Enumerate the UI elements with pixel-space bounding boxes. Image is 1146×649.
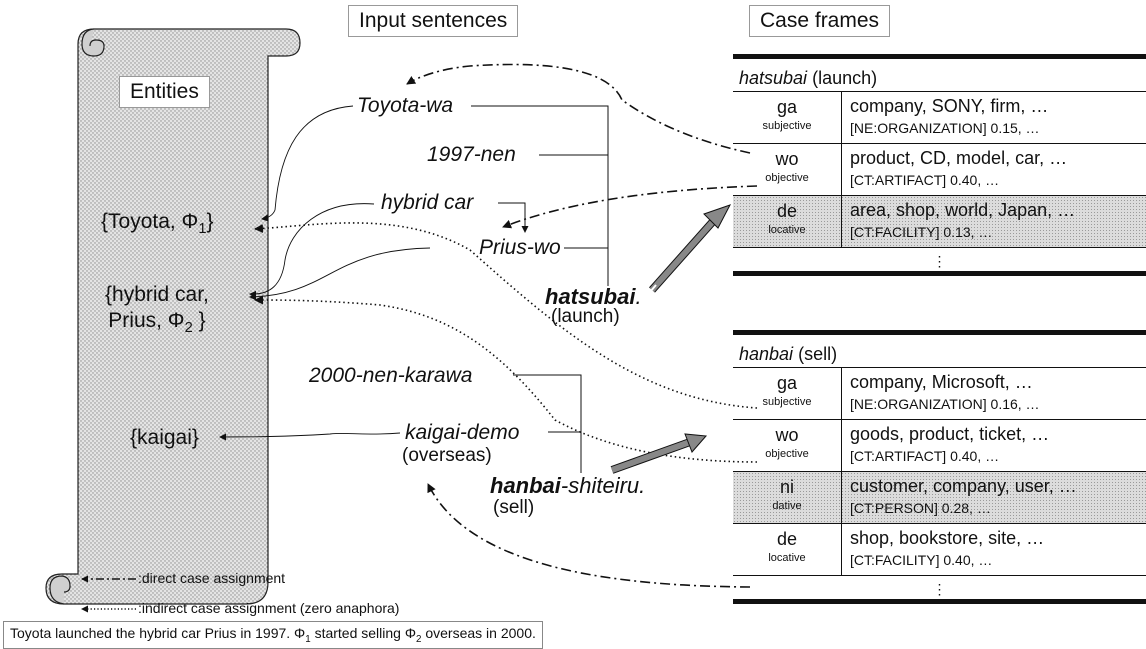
word-kaigai-demo: kaigai-demo [405, 421, 520, 444]
case-frame-ellipsis: ⋮ [733, 576, 1146, 604]
entity-links [219, 105, 431, 441]
legend-samples [81, 575, 136, 613]
word-hybrid-car: hybrid car [381, 191, 474, 214]
entities-scroll [45, 28, 301, 605]
gloss-launch: (launch) [551, 306, 620, 327]
case-frames-label: Case frames [749, 5, 891, 37]
word-toyota-wa: Toyota-wa [357, 94, 454, 117]
word-1997-nen: 1997-nen [427, 143, 516, 166]
dependency-brackets-1 [471, 105, 609, 286]
entity-prius: {hybrid car, Prius, Φ2 } [105, 283, 209, 337]
case-frame-title: hatsubai (launch) [733, 54, 1146, 92]
entities-label: Entities [119, 76, 210, 108]
indirect-assignment-arrows [254, 222, 758, 463]
predicate-hatsubai: hatsubai. [545, 284, 642, 309]
word-prius-wo: Prius-wo [479, 236, 561, 259]
frame-link-arrows [610, 204, 732, 474]
predicate-hanbai: hanbai-shiteiru. [490, 473, 646, 498]
direct-assignment-arrows [406, 63, 758, 588]
case-frame-ellipsis: ⋮ [733, 248, 1146, 276]
entity-toyota: {Toyota, Φ1} [101, 210, 214, 238]
gloss-sell: (sell) [493, 497, 535, 518]
translation-note: Toyota launched the hybrid car Prius in … [3, 621, 543, 649]
entity-kaigai: {kaigai} [130, 426, 199, 449]
case-frame-title: hanbai (sell) [733, 330, 1146, 368]
gloss-overseas: (overseas) [402, 445, 492, 466]
legend-indirect: :indirect case assignment (zero anaphora… [138, 600, 400, 616]
input-sentences-label: Input sentences [348, 5, 519, 37]
dependency-brackets-2 [513, 374, 582, 473]
legend-direct: :direct case assignment [138, 570, 286, 586]
word-2000-nen-karawa: 2000-nen-karawa [309, 364, 473, 387]
